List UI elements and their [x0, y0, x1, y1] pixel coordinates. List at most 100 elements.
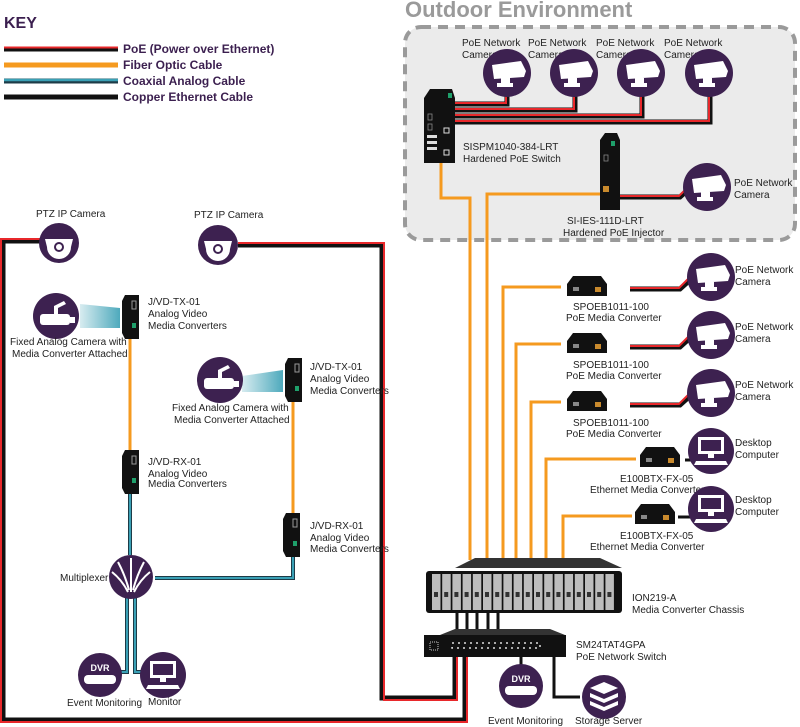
svg-text:Analog Video: Analog Video [148, 309, 208, 320]
key-item-fiber: Fiber Optic Cable [4, 58, 223, 72]
injector-camera: PoE Network Camera [683, 163, 793, 211]
chassis-port [505, 592, 510, 597]
svg-text:J/VD-TX-01: J/VD-TX-01 [310, 362, 363, 373]
desktop-computer-icon [688, 486, 734, 532]
desktop-computer-icon [688, 428, 734, 474]
media-converter-chassis: ION219-A Media Converter Chassis [426, 558, 744, 616]
svg-text:SPOEB1011-100: SPOEB1011-100 [573, 360, 649, 371]
outdoor-camera-1: PoE Network Camera [462, 38, 531, 97]
svg-text:Media Converter Attached: Media Converter Attached [174, 415, 290, 426]
svg-text:DVR: DVR [511, 674, 531, 684]
svg-text:ION219-A: ION219-A [632, 593, 677, 604]
svg-text:Desktop: Desktop [735, 438, 772, 449]
svg-text:PoE Network: PoE Network [735, 322, 794, 333]
tx-converter-1: J/VD-TX-01 Analog Video Media Converters [121, 294, 227, 340]
chassis-port [576, 592, 581, 597]
chassis-port [495, 592, 500, 597]
key-item-copper: Copper Ethernet Cable [4, 90, 253, 104]
svg-text:Media Converters: Media Converters [148, 479, 227, 490]
svg-text:SPOEB1011-100: SPOEB1011-100 [573, 302, 649, 313]
video-converter-icon [121, 449, 140, 495]
chassis-switch-ethernet [455, 613, 500, 630]
svg-text:PoE Network Switch: PoE Network Switch [576, 652, 667, 663]
media-converter-icon [567, 276, 607, 296]
camera-icon [483, 49, 531, 97]
dvr-icon [499, 664, 543, 708]
camera-icon [685, 49, 733, 97]
svg-text:Media Converters: Media Converters [148, 321, 227, 332]
media-converter-3: SPOEB1011-100 PoE Media Converter PoE Ne… [566, 369, 794, 440]
rx-converter-2: J/VD-RX-01 Analog Video Media Converters [282, 512, 389, 558]
svg-text:Camera: Camera [735, 277, 771, 288]
analog-camera-2: Fixed Analog Camera with Media Converter… [172, 357, 290, 426]
key-item-coax: Coaxial Analog Cable [4, 74, 246, 88]
svg-text:E100BTX-FX-05: E100BTX-FX-05 [620, 531, 694, 542]
media-converter-icon [635, 504, 675, 524]
chassis-port [597, 592, 602, 597]
svg-text:SPOEB1011-100: SPOEB1011-100 [573, 418, 649, 429]
chassis-port [464, 592, 469, 597]
svg-text:Computer: Computer [735, 507, 780, 518]
svg-text:Copper Ethernet Cable: Copper Ethernet Cable [123, 90, 253, 104]
chassis-port [444, 592, 449, 597]
svg-text:Event Monitoring: Event Monitoring [488, 716, 563, 727]
svg-text:SM24TAT4GPA: SM24TAT4GPA [576, 640, 646, 651]
svg-text:Camera: Camera [734, 190, 770, 201]
analog-fiber-lines [128, 328, 295, 518]
svg-text:J/VD-RX-01: J/VD-RX-01 [310, 521, 364, 532]
svg-text:PoE Network: PoE Network [735, 265, 794, 276]
svg-text:Analog Video: Analog Video [310, 533, 370, 544]
svg-text:Ethernet Media Converter: Ethernet Media Converter [590, 485, 705, 496]
svg-text:Camera: Camera [664, 50, 700, 61]
svg-text:PoE Media Converter: PoE Media Converter [566, 371, 662, 382]
key-title: KEY [4, 15, 37, 32]
media-converter-5: E100BTX-FX-05 Ethernet Media Converter D… [590, 486, 780, 553]
svg-text:SISPM1040-384-LRT: SISPM1040-384-LRT [463, 142, 558, 153]
svg-text:PoE Media Converter: PoE Media Converter [566, 313, 662, 324]
svg-text:Camera: Camera [528, 50, 564, 61]
multiplexer: Multiplexer [60, 555, 153, 599]
chassis-port [454, 592, 459, 597]
chassis-port [566, 592, 571, 597]
chassis-port [474, 592, 479, 597]
media-converter-1: SPOEB1011-100 PoE Media Converter PoE Ne… [566, 253, 794, 324]
media-converter-icon [567, 333, 607, 353]
camera-icon [687, 311, 735, 359]
chassis-port [607, 592, 612, 597]
svg-text:PoE Network: PoE Network [664, 38, 723, 49]
svg-text:Desktop: Desktop [735, 495, 772, 506]
svg-text:Fiber Optic Cable: Fiber Optic Cable [123, 58, 223, 72]
camera-icon [683, 163, 731, 211]
media-converter-2: SPOEB1011-100 PoE Media Converter PoE Ne… [566, 311, 794, 382]
ptz-poe-lines [0, 238, 468, 723]
chassis-port [556, 592, 561, 597]
svg-text:Analog Video: Analog Video [310, 374, 370, 385]
left-dvr: DVR Event Monitoring [67, 653, 142, 709]
svg-text:PoE Network: PoE Network [734, 178, 793, 189]
svg-text:Fixed Analog Camera with: Fixed Analog Camera with [172, 403, 289, 414]
analog-camera-icon [197, 357, 243, 403]
outdoor-camera-2: PoE Network Camera [528, 38, 598, 97]
chassis-port [536, 592, 540, 597]
right-dvr: DVR Event Monitoring [488, 664, 563, 727]
switch-icon [424, 89, 455, 163]
monitor-icon [140, 652, 186, 698]
chassis-slots [432, 574, 614, 610]
video-converter-icon [282, 512, 301, 558]
ptz-camera-icon [39, 223, 79, 263]
chassis-port [515, 592, 520, 597]
svg-text:PTZ IP Camera: PTZ IP Camera [194, 210, 264, 221]
svg-text:PoE Network: PoE Network [596, 38, 655, 49]
svg-text:Media Converters: Media Converters [310, 544, 389, 555]
dvr-icon [78, 653, 122, 697]
left-monitor: Monitor [140, 652, 186, 708]
svg-text:PoE Network: PoE Network [735, 380, 794, 391]
svg-text:PoE Network: PoE Network [528, 38, 587, 49]
svg-text:Camera: Camera [735, 392, 771, 403]
svg-text:Computer: Computer [735, 450, 780, 461]
svg-text:J/VD-TX-01: J/VD-TX-01 [148, 297, 201, 308]
outdoor-camera-4: PoE Network Camera [664, 38, 733, 97]
media-converter-icon [567, 391, 607, 411]
svg-text:Camera: Camera [735, 334, 771, 345]
